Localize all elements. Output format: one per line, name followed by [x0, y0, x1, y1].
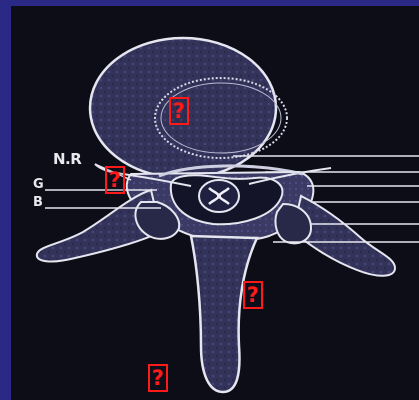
diagram-plate: N.R G B ? ? ? ? — [11, 6, 419, 400]
label-nr: N.R — [53, 152, 81, 167]
marker-nerve-root[interactable]: ? — [105, 166, 125, 194]
vertebra-diagram — [11, 6, 419, 400]
marker-spinous-process[interactable]: ? — [148, 364, 168, 392]
label-g: G — [33, 178, 43, 191]
label-b: B — [33, 196, 42, 209]
marker-vertebral-body[interactable]: ? — [169, 97, 189, 125]
spinous-process — [191, 236, 257, 392]
marker-lamina[interactable]: ? — [243, 281, 263, 309]
